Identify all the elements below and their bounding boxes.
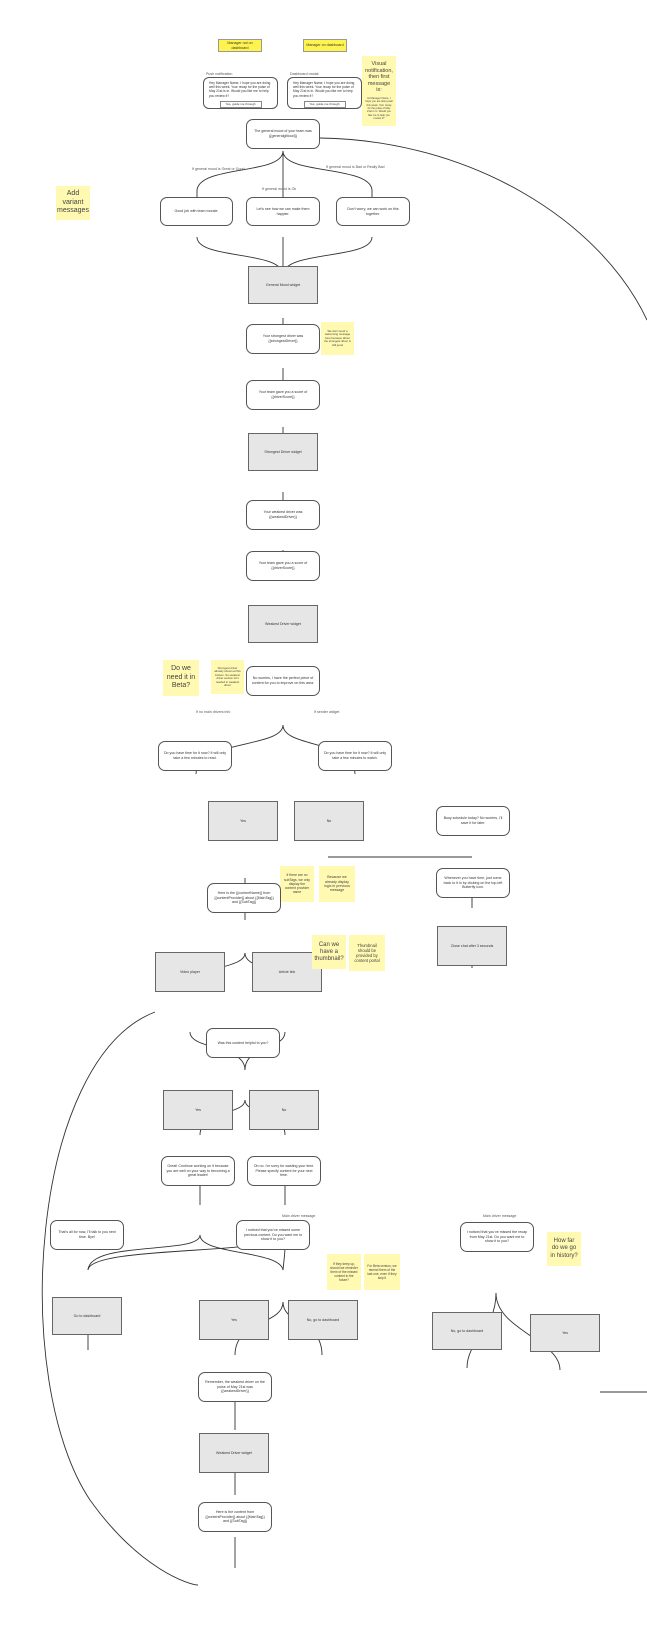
node-article-link: Article link [252,952,322,992]
push-guide-button[interactable]: Yes, guide me through [219,100,262,108]
sticky-thumbnail: Thumbnail should be provided by content … [349,935,385,971]
node-no-go-dashboard: No, go to dashboard [288,1300,358,1340]
node-bad-together: Don't worry, we can work on this togethe… [336,197,410,226]
label-missed-previous: Main driver message [282,1214,316,1218]
sticky-no-welcome: We don't send a welcoming message here b… [321,322,354,355]
node-thats-all: That's all for now, I'll talk to you nex… [50,1220,124,1250]
label-branch-widget: If sender widget [314,710,340,714]
label-push-notification: Push notification [206,72,233,76]
dashboard-modal-card[interactable]: Hey Manager Name, I hope you are doing w… [287,77,362,109]
node-general-mood-widget: General Mood widget [248,266,318,304]
node-read-now: Do you have time for it now? It will onl… [158,741,232,771]
node-weakest-score: Your team gave you a score of {{driverSc… [246,551,320,581]
tag-manager-not-on-dashboard: Manager not on dashboard [218,39,262,52]
node-no-go-dashboard-2: No, go to dashboard [432,1312,502,1350]
sticky-do-we-need: Do we need it in Beta? [163,660,199,696]
label-branch-no-drivers: If no main drivers info [196,710,231,714]
node-video-player: Video player [155,952,225,992]
dash-card-text: Hey Manager Name, I hope you are doing w… [293,81,355,98]
label-branch-bad: If general mood is Bad or Really Bad [326,165,385,169]
node-ok-happier: Let's see how we can make them happier. [246,197,320,226]
sticky-for-beta: For Beta version, we remind them of the … [364,1254,400,1290]
node-go-dashboard: Go to dashboard [52,1297,122,1335]
sticky-visual-notification: Visual notification, then first message … [362,56,396,126]
tag-manager-on-dashboard: Manager on dashboard [303,39,347,52]
node-was-helpful: Was this content helpful to you? [206,1028,280,1058]
label-branch-ok: If general mood is Ok [262,187,297,191]
node-good-morale: Good job with team morale. [160,197,233,226]
node-yes-3: Yes [199,1300,269,1340]
node-here-content-2: Here is the content from {{contentProvid… [198,1502,272,1532]
node-strongest-driver: Your strongest driver was {{strongestDri… [246,324,320,354]
node-general-mood: The general mood of your team was {{gene… [246,119,320,149]
node-whenever: Whenever you have time, just come back t… [436,868,510,898]
label-branch-good: If general mood is Great or Good [192,167,245,171]
sticky-add-variant: Add variant messages [56,186,90,220]
node-close-chat: Close chat after 3 seconds [437,926,507,966]
node-weakest-widget: Weakest Driver widget [248,605,318,643]
node-top-score: Your team gave you a score of {{driverSc… [246,380,320,410]
node-no-2: No [249,1090,319,1130]
push-card-text: Hey Manager Name, I hope you are doing w… [209,81,271,98]
node-remember: Remember, the weakest driver on the puls… [198,1372,272,1402]
node-weakest-driver: Your weakest driver was {{weakestDriver}… [246,500,320,530]
sticky-visual-title: Visual notification, then first message … [365,61,393,94]
sticky-because: Because we already display logic in prev… [319,866,355,902]
push-notification-card[interactable]: Hey Manager Name, I hope you are doing w… [203,77,278,109]
node-yes-4: Yes [530,1314,600,1352]
node-perfect-content: No worries, I have the perfect piece of … [246,666,320,696]
sticky-can-we-thumb: Can we have a thumbnail? [312,935,346,969]
sticky-strongest-note: Strongest driver already shown at this b… [211,660,244,694]
sticky-if-no-subtags: If there are no subTags, we only display… [280,866,314,902]
node-busy-schedule: Busy schedule today? No worries, I'll sa… [436,806,510,836]
node-yes: Yes [208,801,278,841]
sticky-visual-body: Hi Manager Name, I hope you are doing we… [365,96,393,121]
dash-guide-button[interactable]: Yes, guide me through [303,100,346,108]
node-watch-now: Do you have time for it now? It will onl… [318,741,392,771]
label-dashboard-modal: Dashboard modal [290,72,319,76]
node-great-leader: Great! Continue working on it because yo… [161,1156,235,1186]
node-here-content: Here is the {{contentName}} from {{conte… [207,883,281,913]
node-yes-2: Yes [163,1090,233,1130]
label-missed-recap: Main driver message [483,1214,517,1218]
sticky-if-keep: If they keep up, should we reminder them… [327,1254,361,1290]
node-weakest-widget-2: Weakest Driver widget [199,1433,269,1473]
node-sorry-wasting: Oh no. I'm sorry for wasting your time. … [247,1156,321,1186]
sticky-how-far: How far do we go in history? [547,1232,581,1266]
node-missed-recap: I noticed that you've missed the recap f… [460,1222,534,1252]
node-missed-content: I noticed that you've missed some previo… [236,1220,310,1250]
node-strongest-widget: Strongest Driver widget [248,433,318,471]
node-no: No [294,801,364,841]
